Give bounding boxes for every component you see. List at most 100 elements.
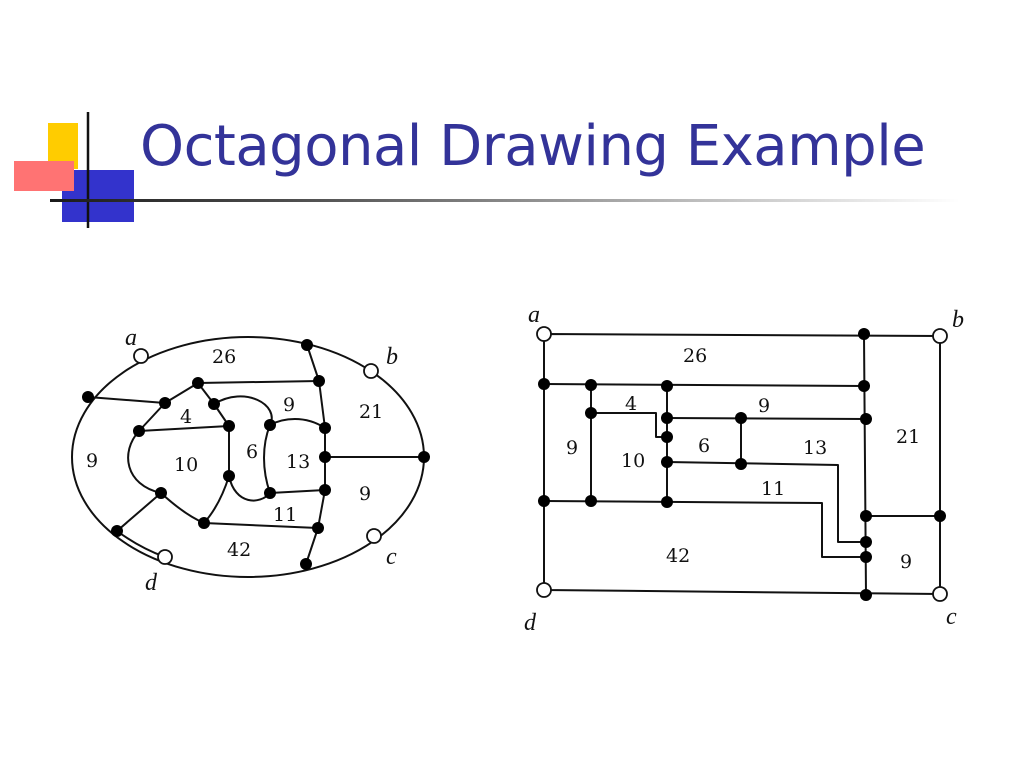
page-title: Octagonal Drawing Example (140, 114, 926, 179)
face-label-11: 11 (761, 478, 785, 500)
vertex (538, 495, 550, 507)
edge-229-204 (203, 475, 230, 524)
edge-165-139 (138, 402, 166, 432)
terminal-vertex-c (366, 528, 382, 544)
terminal-vertex-a (133, 348, 149, 364)
face-label-13: 13 (803, 437, 827, 459)
face-label-9-mid: 9 (758, 395, 770, 417)
terminal-vertex-d (536, 582, 552, 598)
edge-h-502 (543, 500, 867, 558)
terminal-vertex-a (536, 326, 552, 342)
edge-h-418 (666, 417, 867, 420)
face-label-42: 42 (227, 539, 251, 561)
vertex (300, 558, 312, 570)
vertex (133, 425, 145, 437)
edge-165-198 (164, 382, 199, 404)
edge-161-117 (116, 492, 162, 532)
vertex (301, 339, 313, 351)
face-label-6: 6 (698, 435, 710, 457)
vertex (858, 380, 870, 392)
vertex (319, 484, 331, 496)
vertex (860, 536, 872, 548)
face-label-21: 21 (359, 401, 383, 423)
vertex (313, 375, 325, 387)
vertex (155, 487, 167, 499)
vertex (661, 431, 673, 443)
edge-161-204 (160, 492, 205, 524)
vertex (661, 412, 673, 424)
edge-270-325 (269, 418, 326, 429)
vertex (858, 328, 870, 340)
face-label-9-right: 9 (359, 483, 371, 505)
face-label-4: 4 (180, 406, 192, 428)
edge-270-325-b (269, 489, 326, 494)
terminal-vertex-d (157, 549, 173, 565)
logo-red-fade (14, 161, 74, 191)
face-label-21: 21 (896, 426, 920, 448)
face-label-10: 10 (174, 454, 198, 476)
vertex (860, 551, 872, 563)
face-label-10: 10 (621, 450, 645, 472)
face-label-26: 26 (212, 346, 236, 368)
face-label-42: 42 (666, 545, 690, 567)
face-label-9-left: 9 (566, 437, 578, 459)
vertex (934, 510, 946, 522)
template-logo (14, 112, 134, 228)
vertex (319, 451, 331, 463)
octagonal-drawing-figure: a b c d 26 4 9 21 9 10 6 13 11 42 9 (524, 302, 964, 636)
vertex (82, 391, 94, 403)
terminal-label-d: d (145, 570, 158, 596)
edge-88-165 (87, 396, 166, 404)
vertex (661, 456, 673, 468)
face-label-6: 6 (246, 441, 258, 463)
vertex (192, 377, 204, 389)
vertex (198, 517, 210, 529)
vertex (264, 487, 276, 499)
terminal-label-c: c (386, 544, 397, 570)
vertex (223, 420, 235, 432)
terminal-label-b: b (386, 344, 398, 370)
vertex (319, 422, 331, 434)
face-label-9-right: 9 (900, 551, 912, 573)
vertex (661, 380, 673, 392)
title-rule (50, 199, 960, 202)
vertex (208, 398, 220, 410)
vertex (860, 413, 872, 425)
face-label-9-left: 9 (86, 450, 98, 472)
edge-h-463 (666, 461, 867, 543)
edge-h-384 (543, 383, 865, 387)
terminal-label-d: d (524, 610, 537, 636)
terminal-vertex-b (932, 328, 948, 344)
vertex (264, 419, 276, 431)
edge-139-229 (138, 425, 230, 432)
terminal-label-a: a (125, 325, 137, 351)
vertex (223, 470, 235, 482)
vertex (312, 522, 324, 534)
face-label-4: 4 (625, 393, 637, 415)
terminal-label-c: c (946, 604, 957, 630)
face-label-13: 13 (286, 451, 310, 473)
logo-red-bar (14, 161, 74, 191)
plane-graph-figure: a b c d 26 4 9 21 9 10 6 13 9 11 42 (71, 325, 430, 596)
face-10-bend (127, 430, 162, 494)
face-6-bottom (228, 475, 271, 502)
face-label-26: 26 (683, 345, 707, 367)
terminal-vertex-c (932, 586, 948, 602)
vertex (735, 458, 747, 470)
vertex (111, 525, 123, 537)
terminal-label-a: a (528, 302, 540, 328)
face-label-9-mid: 9 (283, 394, 295, 416)
face-label-11: 11 (273, 504, 297, 526)
vertex (585, 379, 597, 391)
terminal-vertex-b (363, 363, 379, 379)
edge-204-318 (203, 522, 319, 529)
vertex (860, 510, 872, 522)
terminal-label-b: b (952, 307, 964, 333)
vertex (159, 397, 171, 409)
vertex (418, 451, 430, 463)
vertex (585, 407, 597, 419)
vertex (538, 378, 550, 390)
face-6-loop (213, 395, 273, 494)
edge-h-413 (590, 412, 668, 438)
